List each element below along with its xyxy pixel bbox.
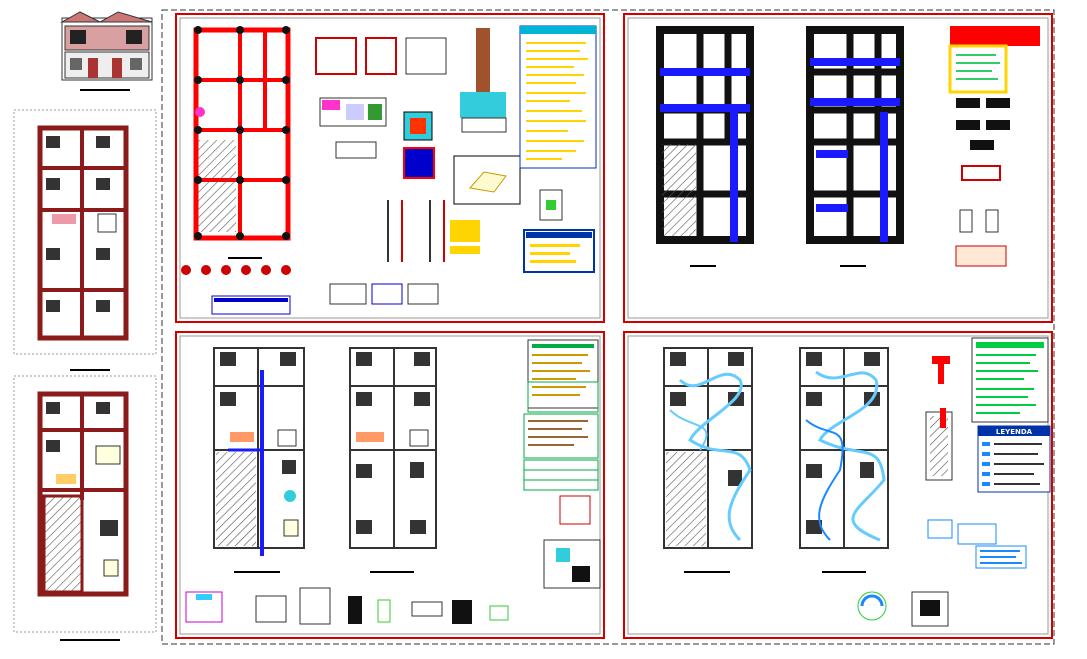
sanitary-notes-tables: [523, 339, 599, 491]
sheet-frames: [161, 9, 1055, 645]
foundation-plan: [181, 26, 291, 315]
sanitary-plan-left: [213, 347, 305, 573]
first-floor-plan: [13, 109, 157, 371]
foundation-details: [315, 28, 595, 305]
facade-elevation: [60, 11, 153, 91]
electrical-legend-panel: LEYENDA: [971, 337, 1051, 493]
sanitary-plan-right: [349, 347, 437, 573]
electrical-plan-left: [663, 347, 753, 573]
sanitary-details: [185, 495, 601, 625]
framing-plan-left: [656, 26, 754, 267]
second-floor-plan: [13, 375, 157, 641]
framing-plan-right: [806, 26, 904, 267]
electrical-plan-right: [799, 347, 889, 573]
general-notes-panel: [519, 25, 597, 169]
framing-details: [948, 26, 1040, 267]
legend-title: LEYENDA: [996, 428, 1033, 436]
electrical-details: [857, 356, 1027, 627]
